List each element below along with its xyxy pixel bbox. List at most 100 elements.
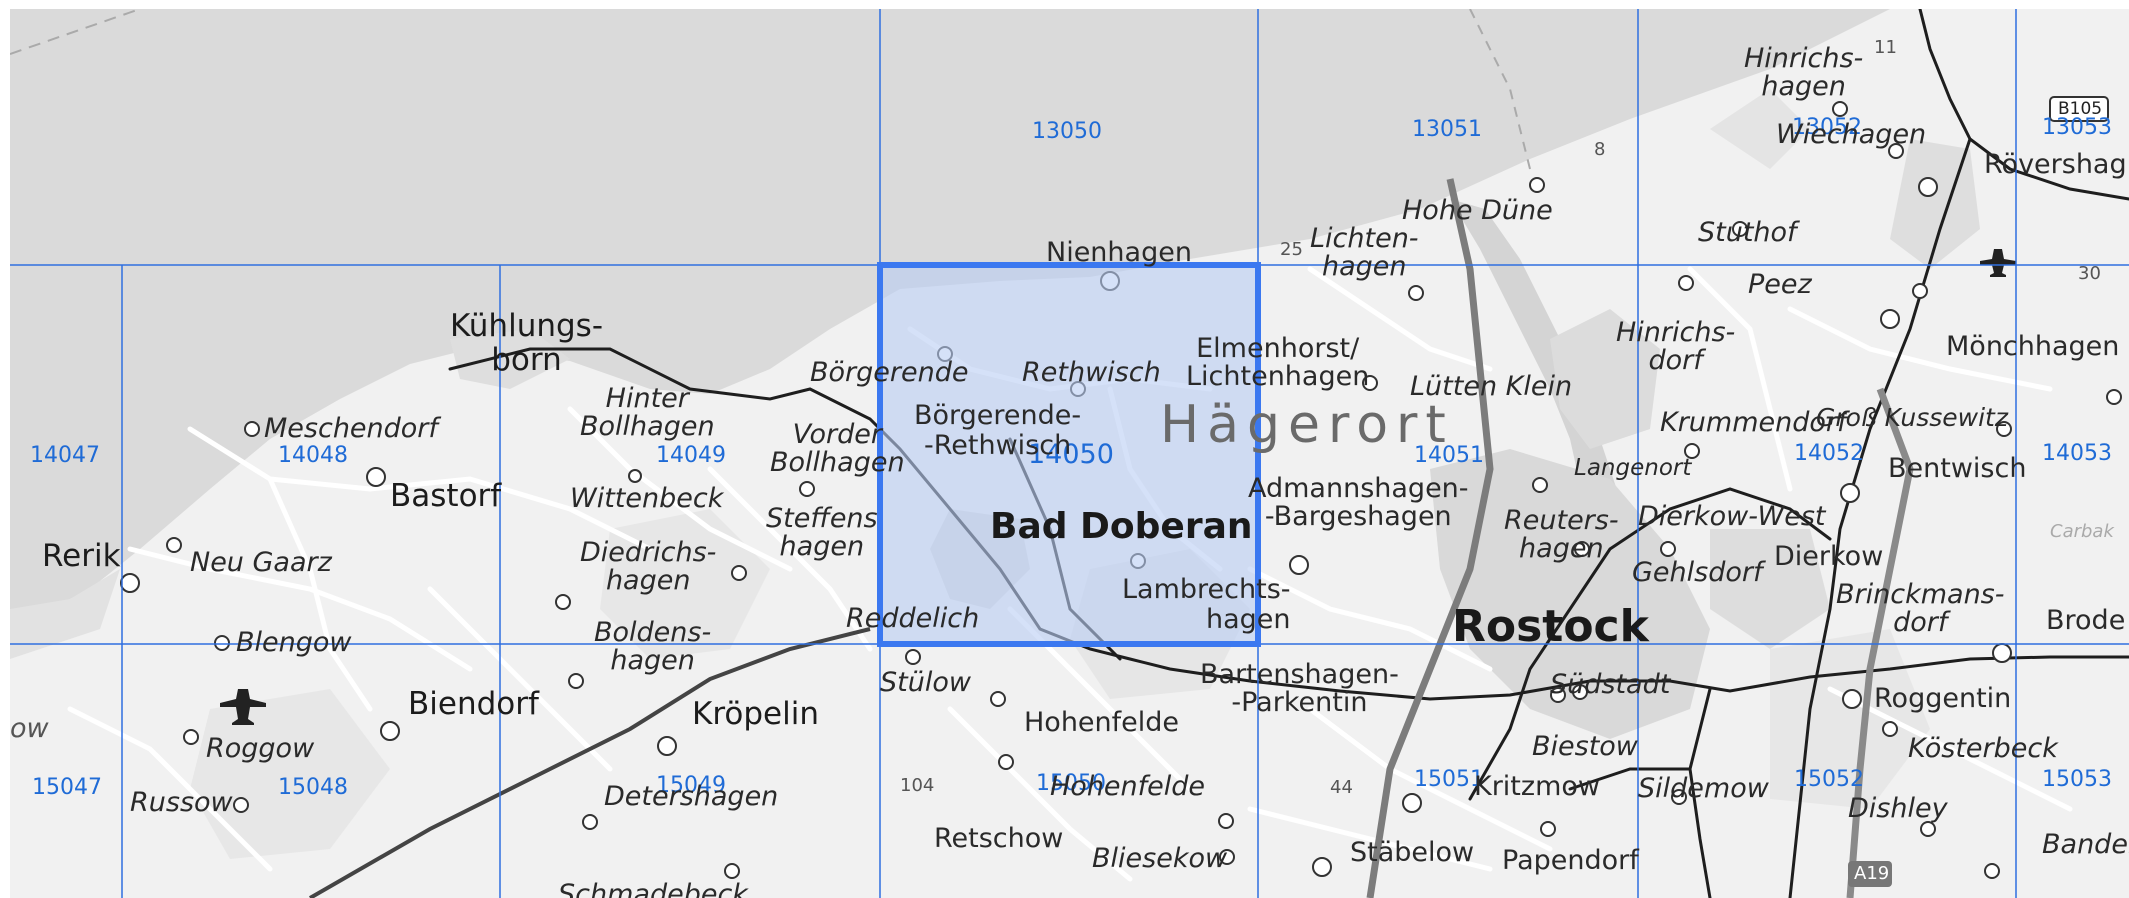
place-boergerende-rethwisch: Börgerende- -Rethwisch — [914, 401, 1081, 460]
road-8-label: 8 — [1594, 139, 1606, 160]
place-hinter-bollhagen: Hinter Bollhagen — [580, 383, 715, 443]
road-b105-label: B105 — [2058, 99, 2103, 119]
place-admannshagen-line1: Admannshagen- — [1248, 473, 1469, 504]
place-boldenshagen-line2: hagen — [610, 645, 695, 677]
road-11-label: 11 — [1874, 37, 1897, 58]
grid-cell-14051[interactable]: 14051 — [1414, 443, 1484, 468]
place-brinckmansdorf-line2: dorf — [1893, 607, 1948, 639]
region-label: Hägerort — [1160, 395, 1454, 455]
place-bartenshagen-line2: -Parkentin — [1231, 687, 1368, 719]
grid-cell-15047[interactable]: 15047 — [32, 775, 102, 800]
place-lichtenhagen-line2: hagen — [1322, 251, 1407, 283]
place-hinter-bollhagen-line2: Bollhagen — [580, 411, 715, 443]
place-hohenfelde-2: Hohenfelde — [1050, 771, 1206, 802]
map-base — [10, 9, 2129, 898]
selected-cell-highlight — [877, 262, 1261, 647]
grid-cell-15053[interactable]: 15053 — [2042, 767, 2112, 792]
place-biestow: Biestow — [1532, 731, 1638, 762]
place-neu-gaarz: Neu Gaarz — [190, 547, 332, 578]
place-papendorf: Papendorf — [1502, 845, 1639, 876]
map-view[interactable]: 13050 13051 13052 13053 14047 14048 1404… — [10, 9, 2129, 898]
place-dishley: Dishley — [1848, 793, 1948, 824]
place-hinrichsdorf: Hinrichs- dorf — [1616, 317, 1736, 376]
grid-cell-14049[interactable]: 14049 — [656, 443, 726, 468]
place-vorder-bollhagen-line1: Vorder — [792, 419, 882, 450]
grid-cell-13052[interactable]: 13052 — [1792, 115, 1862, 140]
place-schmadebeck: Schmadebeck — [558, 879, 748, 898]
place-boldenshagen: Boldens- hagen — [594, 617, 712, 677]
place-peez: Peez — [1748, 269, 1812, 300]
place-boldenshagen-line1: Boldens- — [594, 617, 712, 648]
place-lambrechtshagen-line1: Lambrechts- — [1122, 574, 1291, 605]
place-bentwisch: Bentwisch — [1888, 453, 2027, 484]
place-rostock: Rostock — [1452, 601, 1649, 652]
place-hinrichshagen: Hinrichs- hagen — [1744, 43, 1864, 103]
grid-cell-15050[interactable]: 15050 — [1036, 771, 1106, 796]
place-hinrichsdorf-line1: Hinrichs- — [1616, 317, 1736, 348]
grid-cell-14047[interactable]: 14047 — [30, 443, 100, 468]
grid-cell-14052[interactable]: 14052 — [1794, 441, 1864, 466]
grid-cell-15051[interactable]: 15051 — [1414, 767, 1484, 792]
place-hinter-bollhagen-line1: Hinter — [605, 383, 689, 414]
place-bartenshagen-line1: Bartenshagen- — [1200, 659, 1399, 690]
grid-cell-13051[interactable]: 13051 — [1412, 117, 1482, 142]
place-brode: Brode — [2046, 605, 2126, 636]
place-lambrechtshagen-line2: hagen — [1205, 603, 1291, 635]
place-admannshagen-line2: -Bargeshagen — [1264, 501, 1452, 533]
place-hohe-duene: Hohe Düne — [1402, 195, 1553, 226]
place-hinrichshagen-line1: Hinrichs- — [1744, 43, 1864, 74]
place-diedrichshagen-line2: hagen — [605, 565, 691, 597]
place-elmenhorst: Elmenhorst/ Lichtenhagen — [1186, 333, 1369, 392]
place-detershagen: Detershagen — [604, 781, 779, 812]
place-steffenshagen-line2: hagen — [779, 531, 865, 563]
place-kuehlungsborn-line2: born — [491, 342, 562, 379]
place-krummendorf: Krummendorf — [1660, 407, 1847, 438]
place-bastorf: Bastorf — [390, 478, 502, 514]
place-dierkow-west: Dierkow-West — [1638, 501, 1826, 532]
grid-cell-13053[interactable]: 13053 — [2042, 115, 2112, 140]
place-staebelow: Stäbelow — [1350, 837, 1475, 868]
place-reutershagen-line2: hagen — [1519, 533, 1604, 565]
place-diedrichshagen-line1: Diedrichs- — [580, 537, 717, 568]
road-a19-label: A19 — [1854, 863, 1890, 884]
place-kritzmow: Kritzmow — [1474, 771, 1600, 802]
grid-cell-14048[interactable]: 14048 — [278, 443, 348, 468]
place-retschow: Retschow — [934, 823, 1064, 854]
place-rerik: Rerik — [42, 538, 121, 574]
place-langenort: Langenort — [1574, 455, 1692, 481]
place-kuehlungsborn: Kühlungs- born — [450, 309, 603, 377]
place-stuthof: Stuthof — [1698, 217, 1797, 248]
place-wittenbeck: Wittenbeck — [570, 483, 724, 514]
place-elmenhorst-line1: Elmenhorst/ — [1196, 333, 1360, 364]
place-wiechagen: Wiechagen — [1776, 119, 1927, 150]
grid-cell-14050[interactable]: 14050 — [1028, 439, 1114, 470]
grid-cell-15052[interactable]: 15052 — [1794, 767, 1864, 792]
place-steffenshagen-line1: Steffens — [766, 503, 878, 534]
place-stuelow: Stülow — [880, 667, 971, 698]
place-bartenshagen: Bartenshagen- -Parkentin — [1200, 659, 1399, 719]
place-sildemow: Sildemow — [1638, 773, 1769, 804]
place-koesterbeck: Kösterbeck — [1908, 733, 2058, 764]
place-reutershagen-line1: Reuters- — [1504, 505, 1619, 536]
place-brinckmansdorf-line1: Brinckmans- — [1836, 579, 2005, 610]
grid-cell-15049[interactable]: 15049 — [656, 773, 726, 798]
place-bliesekow: Bliesekow — [1092, 843, 1228, 874]
place-hinrichshagen-line2: hagen — [1761, 71, 1846, 103]
place-vorder-bollhagen-line2: Bollhagen — [770, 447, 905, 479]
place-dierkow: Dierkow — [1774, 541, 1884, 572]
place-roevershagen: Rövershag — [1984, 149, 2127, 180]
place-vorder-bollhagen: Vorder Bollhagen — [770, 419, 905, 479]
place-kroepelin: Kröpelin — [692, 696, 819, 732]
road-44-label: 44 — [1330, 777, 1353, 798]
place-steffenshagen: Steffens hagen — [766, 503, 878, 563]
grid-cell-15048[interactable]: 15048 — [278, 775, 348, 800]
grid-cell-14053[interactable]: 14053 — [2042, 441, 2112, 466]
place-carbak: Carbak — [2050, 521, 2114, 542]
place-russow: Russow — [130, 787, 233, 818]
place-lambrechtshagen: Lambrechts- hagen — [1122, 575, 1291, 634]
place-gross-kussewitz: Groß Kussewitz — [1816, 403, 2008, 432]
road-30-label: 30 — [2078, 263, 2101, 284]
place-hohenfelde: Hohenfelde — [1024, 707, 1180, 738]
place-moenchhagen: Mönchhagen — [1946, 331, 2120, 362]
grid-cell-13050[interactable]: 13050 — [1032, 119, 1102, 144]
